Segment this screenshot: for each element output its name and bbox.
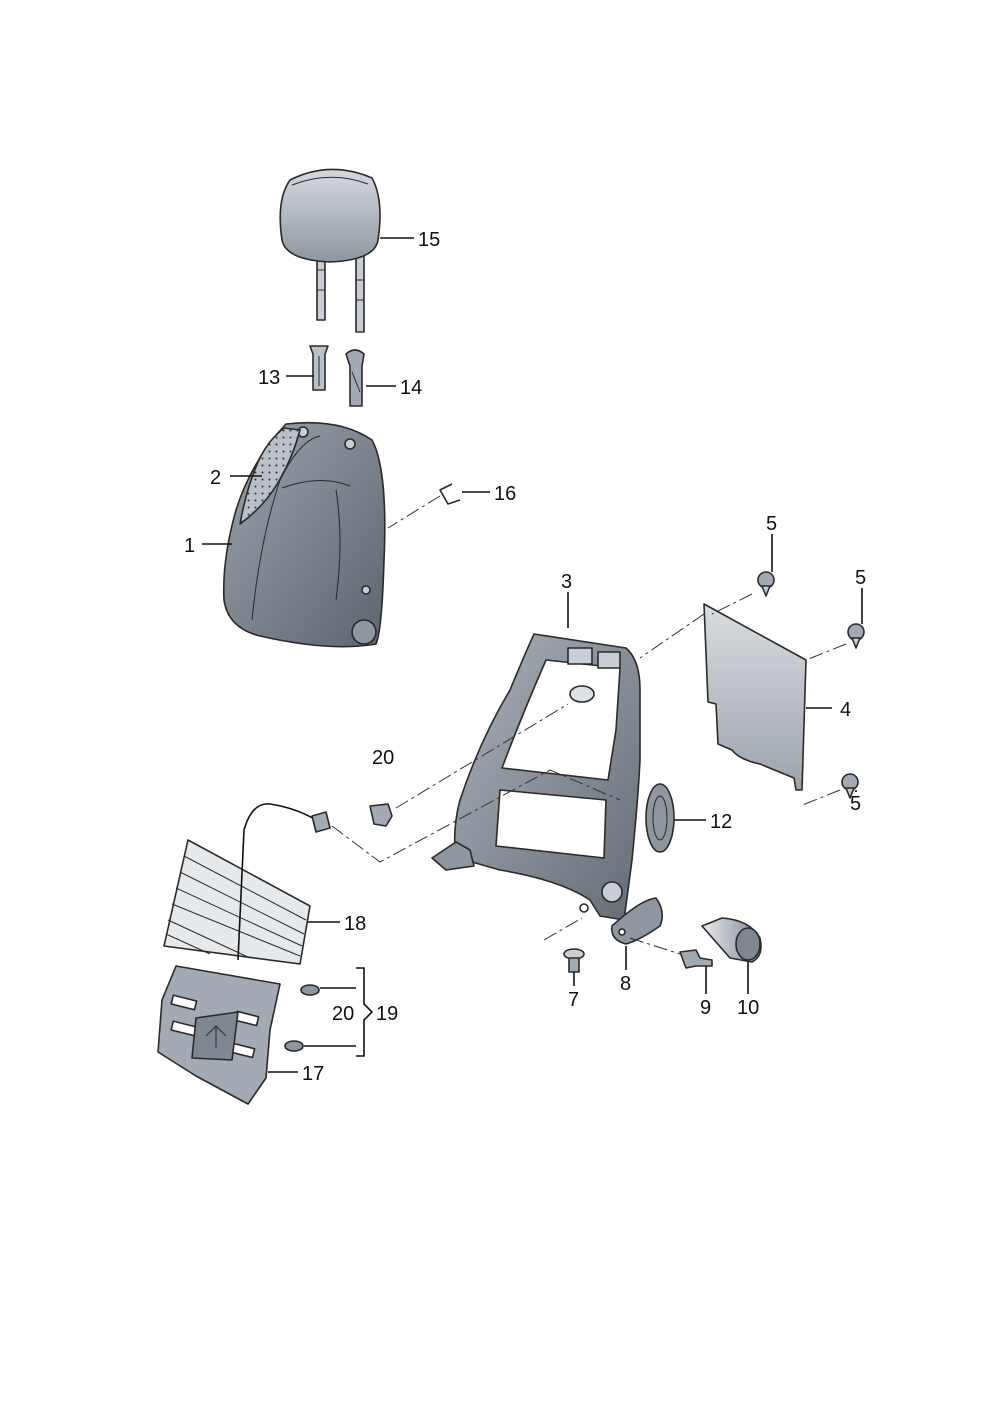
bolt-7 (563, 948, 585, 973)
label-7: 7 (568, 989, 579, 1011)
assembly-line-bolt (543, 917, 583, 941)
label-9: 9 (700, 997, 711, 1019)
side-cap (645, 783, 675, 853)
clip (439, 483, 461, 505)
assembly-line-pin (629, 937, 681, 955)
assembly-line-screw-bottom (799, 789, 841, 807)
headrest-guide-13 (309, 345, 329, 391)
label-5-right: 5 (855, 567, 866, 589)
assembly-line-screw-right (805, 643, 847, 661)
heating-mat (163, 803, 331, 965)
label-16: 16 (494, 483, 516, 505)
label-14: 14 (400, 377, 422, 399)
screw-5-top (757, 571, 775, 597)
plug-20-upper (369, 803, 393, 827)
label-1: 1 (184, 535, 195, 557)
backrest-cover (222, 421, 386, 648)
screw-5-bottom (841, 773, 859, 799)
label-3: 3 (561, 571, 572, 593)
label-2: 2 (210, 467, 221, 489)
back-panel (703, 603, 807, 791)
label-4: 4 (840, 699, 851, 721)
label-13: 13 (258, 367, 280, 389)
plug-20-lower-b (284, 1040, 304, 1052)
plug-20-lower-a (300, 984, 320, 996)
backrest-frame (431, 633, 641, 921)
assembly-line-cable (331, 769, 621, 863)
label-20-upper: 20 (372, 747, 394, 769)
cover-perforated-insert (239, 427, 301, 525)
label-17: 17 (302, 1063, 324, 1085)
label-5-bottom: 5 (850, 793, 861, 815)
assembly-line-plug (395, 703, 569, 809)
bracket-19 (356, 967, 374, 1057)
knob-10 (701, 917, 762, 963)
label-5-top: 5 (766, 513, 777, 535)
assembly-line-clip (387, 495, 441, 529)
label-15: 15 (418, 229, 440, 251)
label-18: 18 (344, 913, 366, 935)
screw-5-right (847, 623, 865, 649)
label-12: 12 (710, 811, 732, 833)
label-10: 10 (737, 997, 759, 1019)
headrest (279, 168, 381, 333)
label-8: 8 (620, 973, 631, 995)
label-19: 19 (376, 1003, 398, 1025)
headrest-guide-14 (345, 349, 365, 407)
pin-9 (679, 949, 713, 969)
label-20-lower: 20 (332, 1003, 354, 1025)
mounting-plate (157, 965, 281, 1105)
bracket-8 (610, 897, 664, 945)
assembly-line-panel (639, 613, 705, 659)
assembly-line-screw-top (711, 593, 753, 615)
